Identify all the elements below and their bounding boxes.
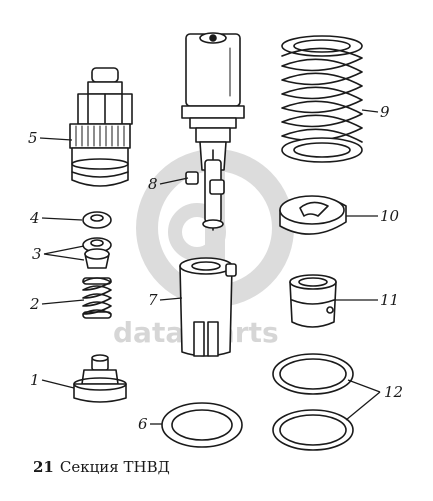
callout-12: 12 (384, 383, 403, 401)
callout-2: 2 (29, 295, 40, 313)
part-12-gaskets (272, 353, 354, 451)
callout-5: 5 (28, 129, 38, 147)
figure-title: Секция ТНВД (59, 458, 170, 476)
part-7-control-sleeve (179, 257, 237, 357)
part-1-seat (73, 354, 127, 403)
part-10-spring-seat (279, 195, 347, 235)
callout-labels: 1 2 3 4 5 6 7 8 9 10 11 12 (28, 103, 403, 433)
figure-caption: 21 Секция ТНВД (33, 458, 170, 476)
callout-11: 11 (380, 291, 399, 309)
callout-9: 9 (380, 103, 390, 121)
part-9-plunger-spring (281, 35, 363, 163)
part-6-washer (161, 402, 243, 448)
callout-6: 6 (138, 415, 148, 433)
callout-8: 8 (148, 175, 158, 193)
callout-7: 7 (148, 291, 158, 309)
part-4-ring (82, 211, 112, 229)
callout-3: 3 (32, 245, 42, 263)
leader-lines (39, 109, 381, 425)
callout-1: 1 (30, 371, 40, 389)
callout-4: 4 (29, 209, 40, 227)
part-3-delivery-valve (82, 237, 112, 269)
part-11-tappet (289, 274, 337, 328)
part-2-valve-spring (82, 277, 112, 319)
callout-10: 10 (380, 207, 400, 225)
figure-number: 21 (33, 458, 54, 476)
plunger-barrel (181, 32, 245, 231)
part-5-valve-holder (69, 67, 133, 187)
